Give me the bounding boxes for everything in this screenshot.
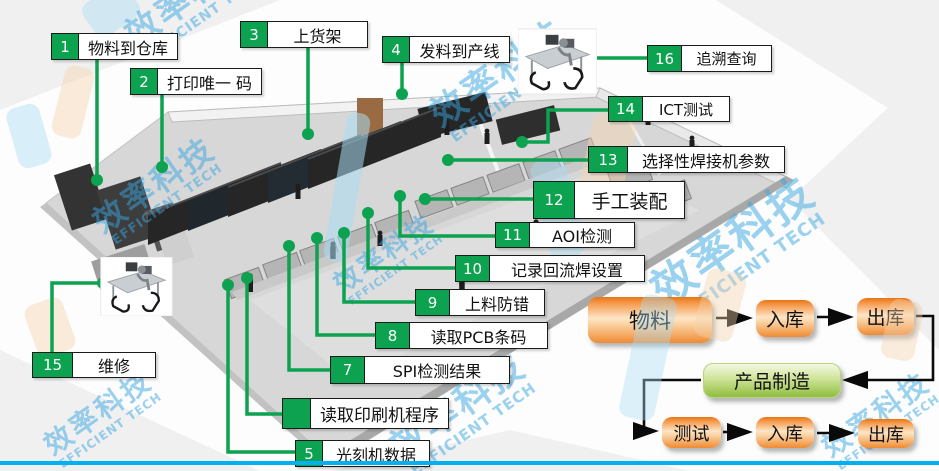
callout-label: 光刻机数据 — [335, 445, 416, 465]
callout-13: 13 选择性焊接机参数 — [588, 146, 785, 173]
callout-number-badge: 12 — [534, 182, 575, 218]
callout-number-badge: 14 — [609, 97, 643, 121]
callout-8: 8 读取PCB条码 — [375, 322, 548, 349]
callout-label: ICT测试 — [658, 100, 714, 119]
flow-node-inbound-1: 入库 — [756, 300, 814, 337]
callout-label: 上料防错 — [464, 294, 529, 314]
callout-1: 1 物料到仓库 — [51, 33, 178, 60]
callout-label: 打印唯一 码 — [166, 73, 253, 93]
callout-label: 上货架 — [293, 26, 342, 46]
callout-12: 12 手工装配 — [533, 181, 685, 219]
callout-4: 4 发料到产线 — [382, 36, 510, 63]
callout-number-badge: 4 — [383, 37, 410, 62]
flow-node-outbound-2: 出库 — [858, 419, 914, 448]
callout-number-badge: 10 — [456, 256, 490, 281]
callout-label: 读取PCB条码 — [430, 327, 527, 347]
callout-number-badge: 1 — [52, 34, 79, 59]
callout-11: 11 AOI检测 — [495, 222, 635, 248]
callout-label: 物料到仓库 — [87, 38, 168, 58]
callout-9: 9 上料防错 — [415, 289, 545, 316]
callout-label: AOI检测 — [552, 227, 612, 246]
callout-label: 维修 — [97, 357, 130, 376]
flow-node-test: 测试 — [662, 417, 721, 448]
callout-16: 16 追溯查询 — [647, 45, 772, 72]
callout-number-badge: 2 — [131, 69, 158, 94]
bottom-accent-bar — [0, 461, 939, 465]
callout-number-badge: 15 — [33, 353, 73, 377]
callout-label: 手工装配 — [591, 190, 668, 213]
callout-7: 7 SPI检测结果 — [330, 356, 510, 384]
callout-number-badge: 11 — [496, 223, 530, 247]
callout-14: 14 ICT测试 — [608, 96, 730, 122]
flow-node-inbound-2: 入库 — [756, 417, 814, 448]
flow-node-manufacturing: 产品制造 — [703, 363, 841, 398]
callout-15: 15 维修 — [32, 352, 156, 378]
callout-number-badge: 9 — [416, 290, 450, 315]
callout-blank: 读取印刷机程序 — [282, 398, 449, 429]
flow-node-material: 物料 — [588, 297, 712, 343]
workstation-image-left — [100, 257, 173, 316]
callout-3: 3 上货架 — [240, 21, 368, 48]
callout-number-badge: 7 — [331, 357, 365, 383]
callout-10: 10 记录回流焊设置 — [455, 255, 645, 282]
callout-label: 读取印刷机程序 — [320, 406, 439, 426]
callout-number-badge: 16 — [648, 46, 682, 71]
callout-number-badge: 8 — [376, 323, 410, 348]
callout-label: 追溯查询 — [696, 50, 757, 68]
callout-number-badge: 13 — [589, 147, 628, 172]
callout-number-badge — [283, 399, 311, 428]
workstation-image-top — [518, 28, 597, 95]
callout-label: 发料到产线 — [419, 41, 500, 61]
callout-2: 2 打印唯一 码 — [130, 68, 262, 95]
callout-number-badge: 3 — [241, 22, 268, 47]
callout-label: SPI检测结果 — [392, 362, 482, 381]
callout-label: 记录回流焊设置 — [510, 260, 623, 280]
callout-label: 选择性焊接机参数 — [641, 151, 770, 171]
